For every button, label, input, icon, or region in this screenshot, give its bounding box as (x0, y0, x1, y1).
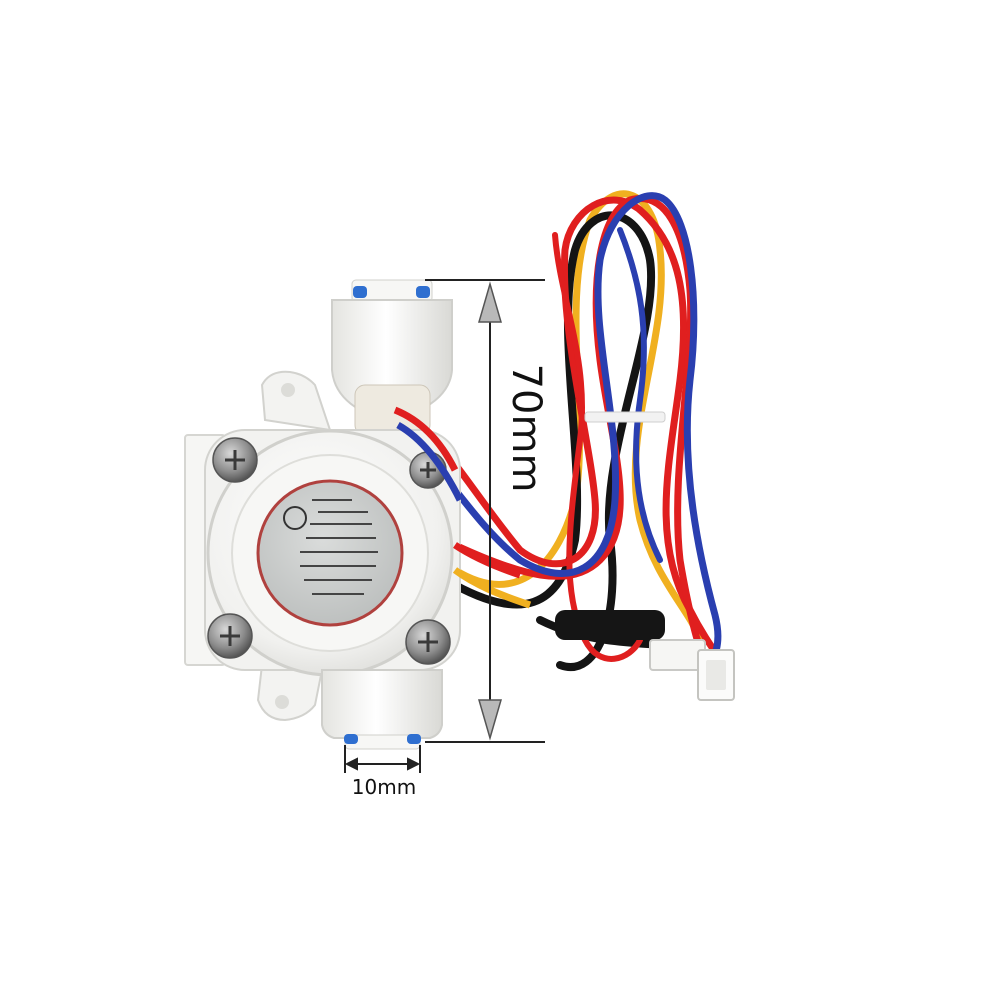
height-dimension (425, 279, 545, 743)
label-print (300, 499, 378, 595)
fitting-clip-icon (344, 734, 358, 744)
wire-blue-1 (396, 192, 722, 664)
cable-tie (584, 411, 666, 423)
mount-ear-top (260, 370, 332, 432)
certification-mark-icon (283, 506, 307, 530)
wire-red-3 (552, 232, 643, 662)
height-dimension-label: 70mm (503, 364, 549, 493)
wire-sleeve (555, 610, 665, 640)
arrow-right-icon (407, 757, 421, 771)
fitting-clip-icon (353, 286, 367, 298)
wire-red-2 (451, 195, 709, 669)
top-fitting (331, 279, 453, 436)
bottom-fitting (321, 669, 443, 750)
wire-blue-2 (617, 227, 663, 563)
fitting-dimension (344, 745, 421, 773)
fitting-dimension-label: 10mm (352, 775, 416, 799)
screw-icon (207, 613, 253, 659)
arrow-down-icon (478, 699, 502, 741)
arrow-left-icon (344, 757, 358, 771)
screw-icon (212, 437, 258, 483)
flow-sensor (184, 279, 532, 750)
wire-bundle (396, 190, 724, 671)
wire-red-1 (396, 196, 724, 664)
wire-black-1 (451, 211, 656, 671)
jst-connector (649, 639, 735, 701)
fitting-clip-icon (416, 286, 430, 298)
arrow-up-icon (478, 281, 502, 323)
fitting-clip-icon (407, 734, 421, 744)
screw-icon (405, 619, 451, 665)
